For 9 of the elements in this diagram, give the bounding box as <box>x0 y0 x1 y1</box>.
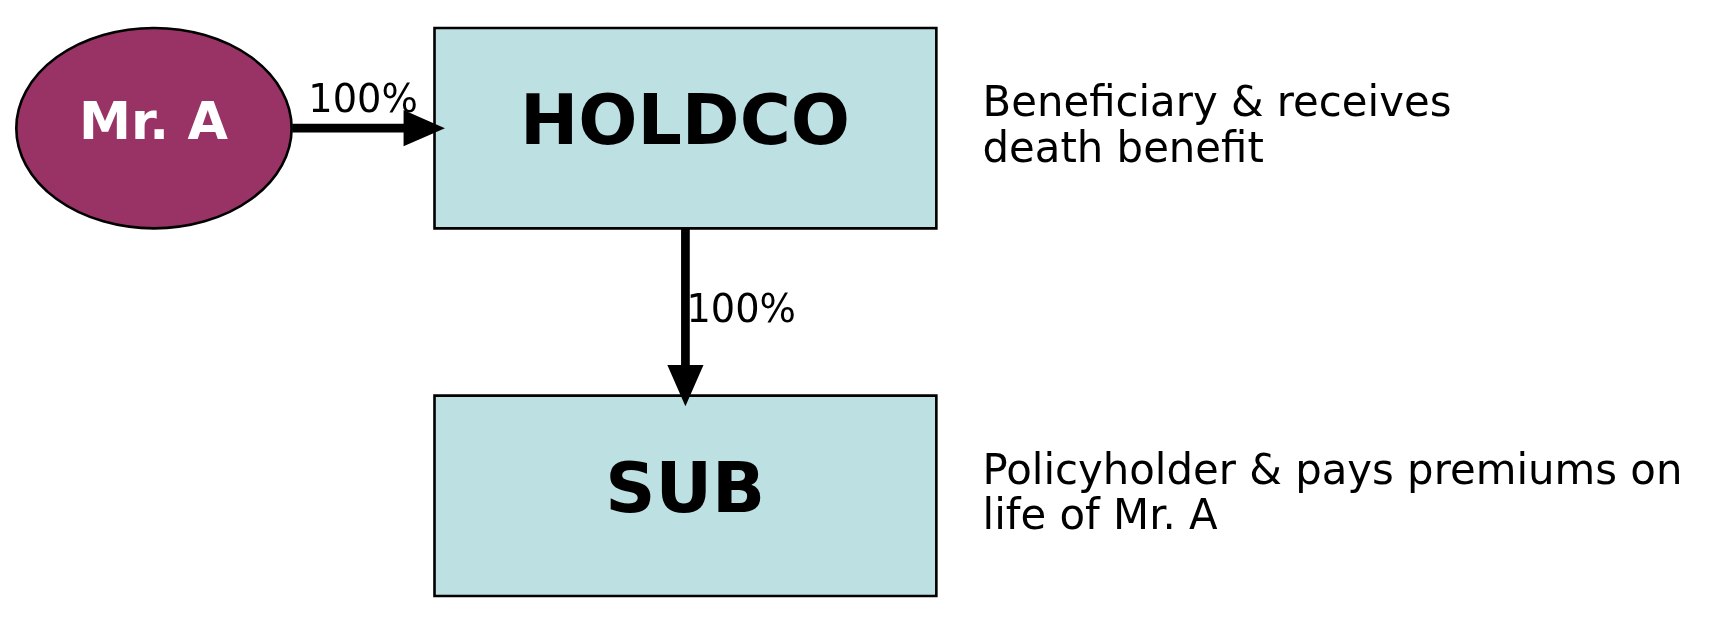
edge-label: 100% <box>308 75 418 121</box>
arrow <box>292 109 445 146</box>
node-box: SUB <box>433 393 938 597</box>
node-label: Policyholder & pays premiums on life of Mr. A <box>982 444 1683 539</box>
node-label: Beneficiary & receives death benefit <box>982 76 1452 172</box>
arrow <box>667 227 704 406</box>
edge-label: 100% <box>686 285 796 331</box>
node-ellipse: Mr. A <box>15 26 293 230</box>
node-box: HOLDCO <box>433 26 938 230</box>
